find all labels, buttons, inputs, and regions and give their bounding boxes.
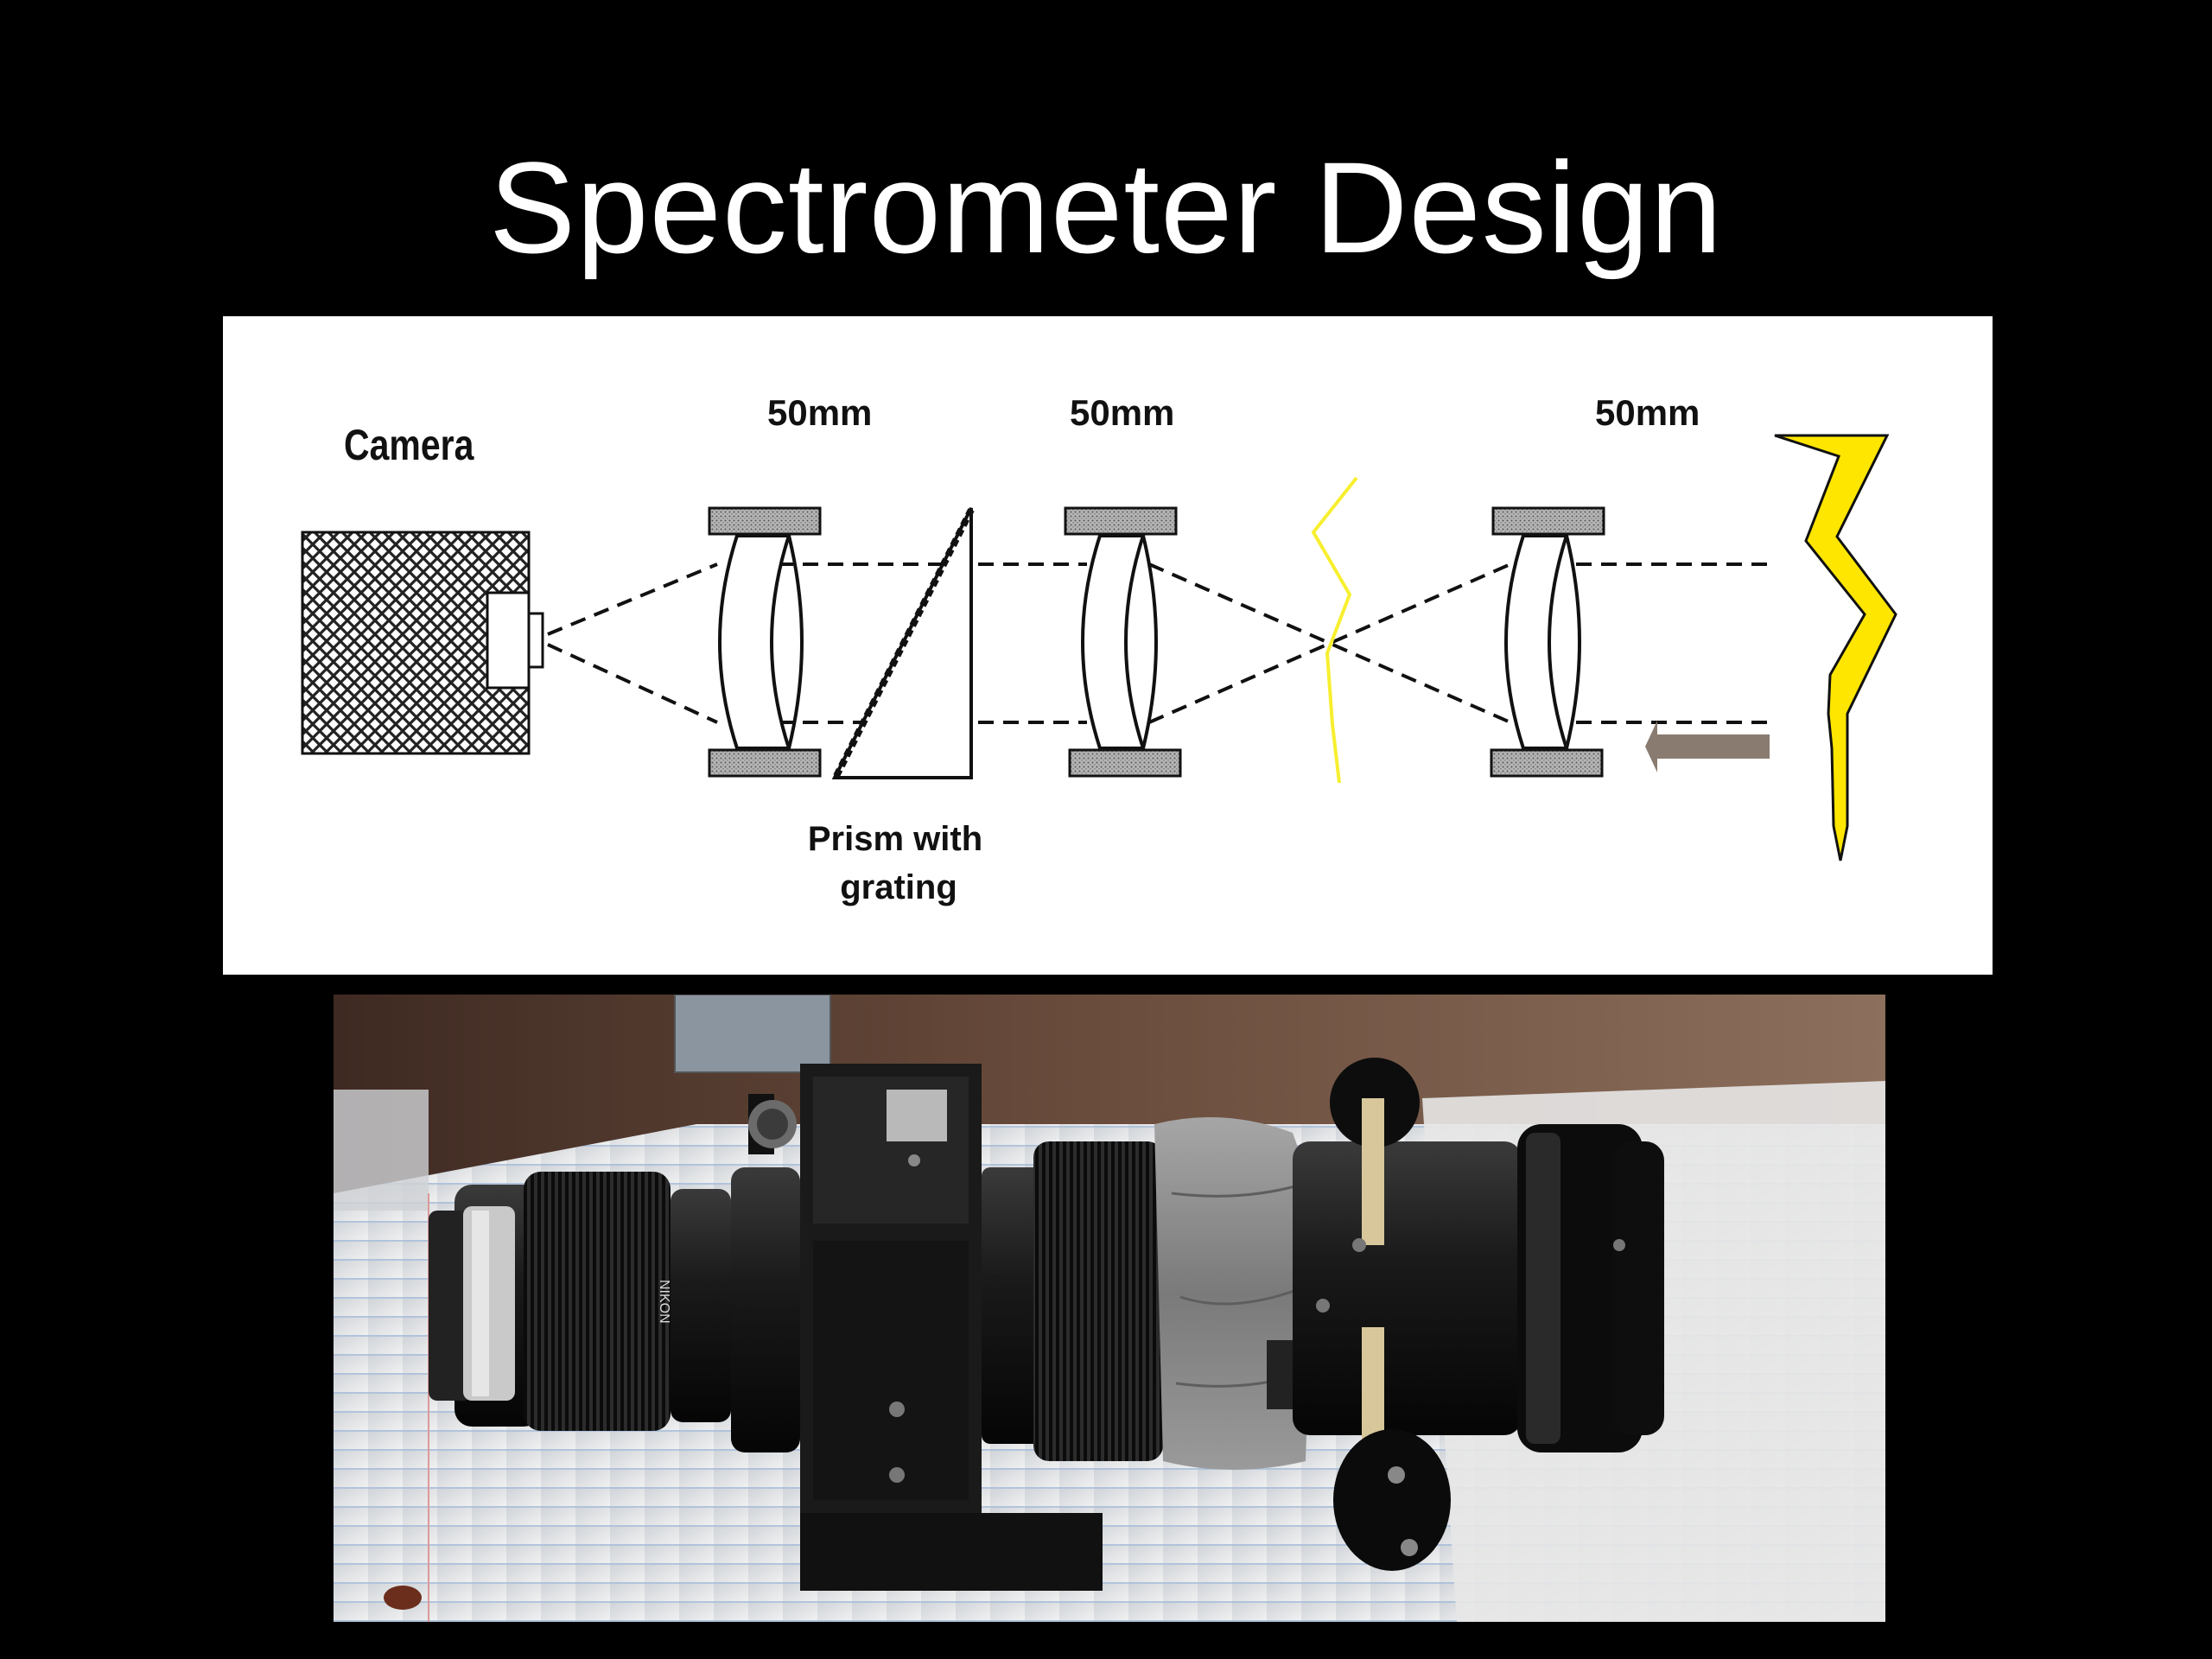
focal-length-label-3: 50mm — [1595, 392, 1700, 433]
lightning-source — [1774, 434, 1897, 861]
prism-with-grating — [831, 507, 975, 779]
camera-label: Camera — [344, 421, 474, 469]
lens-3 — [1490, 506, 1605, 778]
focused-lightning-image — [1311, 476, 1358, 784]
optical-diagram-svg: Camera 50mm 50mm 50mm — [301, 392, 1897, 906]
optical-diagram: Camera 50mm 50mm 50mm — [223, 316, 1993, 975]
prism-label-line2: grating — [840, 868, 957, 906]
light-rays — [547, 563, 1770, 724]
incoming-light-arrow — [1645, 721, 1770, 772]
lens-2 — [1064, 506, 1182, 778]
spectrometer-photo-svg: NIKON — [334, 995, 1885, 1622]
spectrometer-photo: NIKON — [334, 995, 1885, 1622]
slit-tube — [1293, 1058, 1664, 1571]
middle-lens — [982, 1117, 1314, 1470]
lens-1 — [708, 506, 822, 778]
lens-engraving: NIKON — [657, 1280, 671, 1324]
prism-label-line1: Prism with — [808, 820, 982, 858]
slide-title: Spectrometer Design — [489, 135, 1723, 280]
focal-length-label-1: 50mm — [767, 392, 872, 433]
prism-housing — [674, 995, 1103, 1591]
camera-lens: NIKON — [429, 1167, 800, 1452]
camera-body — [301, 531, 544, 755]
focal-length-label-2: 50mm — [1070, 392, 1174, 433]
